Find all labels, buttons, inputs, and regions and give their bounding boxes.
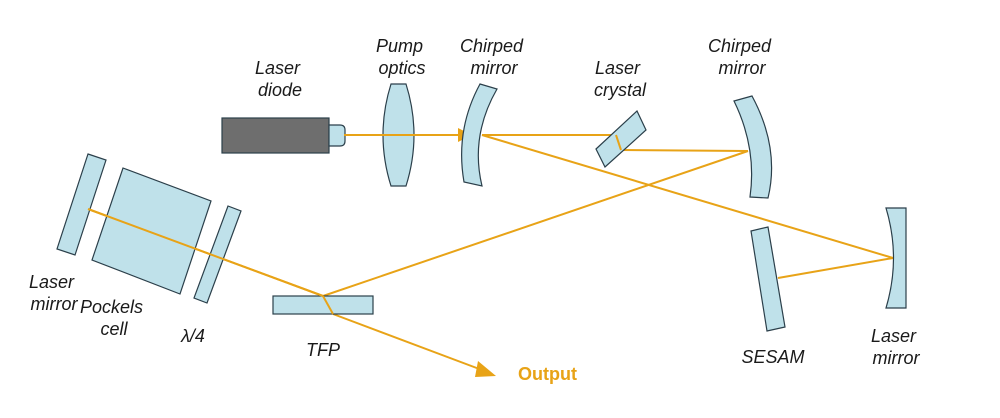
laser-mirror-left-label: Laser mirror (29, 272, 79, 314)
beam-through-pockels-overlay (87, 208, 324, 297)
pockels-cell (91, 167, 212, 295)
output-beam-extension (332, 313, 483, 371)
laser-diode-label: Laser diode (255, 58, 305, 100)
beam-paths (87, 128, 894, 377)
pump-optics-label: Pump optics (376, 36, 428, 78)
beam-overlays (87, 134, 622, 315)
laser-crystal-label: Laser crystal (594, 58, 647, 100)
laser-diode-body (221, 117, 330, 154)
chirped-mirror-1-label: Chirped mirror (460, 36, 528, 78)
laser-diode-emitter (328, 124, 346, 147)
laser-mirror-right-label: Laser mirror (871, 326, 921, 368)
output-beam-in-tfp-overlay (322, 295, 334, 315)
laser-mirror-right (885, 207, 907, 309)
thin-film-polarizer (272, 295, 374, 315)
beam-chirped2-to-tfp (322, 150, 749, 297)
beam-right-mirror-to-sesam (777, 257, 894, 279)
quarter-wave-plate (193, 205, 242, 304)
sesam (750, 226, 786, 332)
laser-crystal (595, 110, 647, 168)
beam-crystal-to-chirped2 (620, 149, 749, 152)
output-arrowhead (475, 361, 496, 377)
crystal-internal-beam (615, 134, 622, 151)
pockels-cell-label: Pockels cell (80, 297, 148, 339)
output-label: Output (518, 364, 577, 384)
laser-diode (221, 117, 346, 154)
sesam-label: SESAM (741, 347, 804, 367)
chirped-mirror-2 (733, 95, 773, 199)
tfp-label: TFP (306, 340, 340, 360)
laser-mirror-left (56, 153, 107, 256)
quarter-wave-label: λ/4 (180, 326, 205, 346)
beam-chirped1-to-right-mirror (481, 134, 894, 259)
chirped-mirror-1 (461, 83, 498, 187)
chirped-mirror-2-label: Chirped mirror (708, 36, 776, 78)
